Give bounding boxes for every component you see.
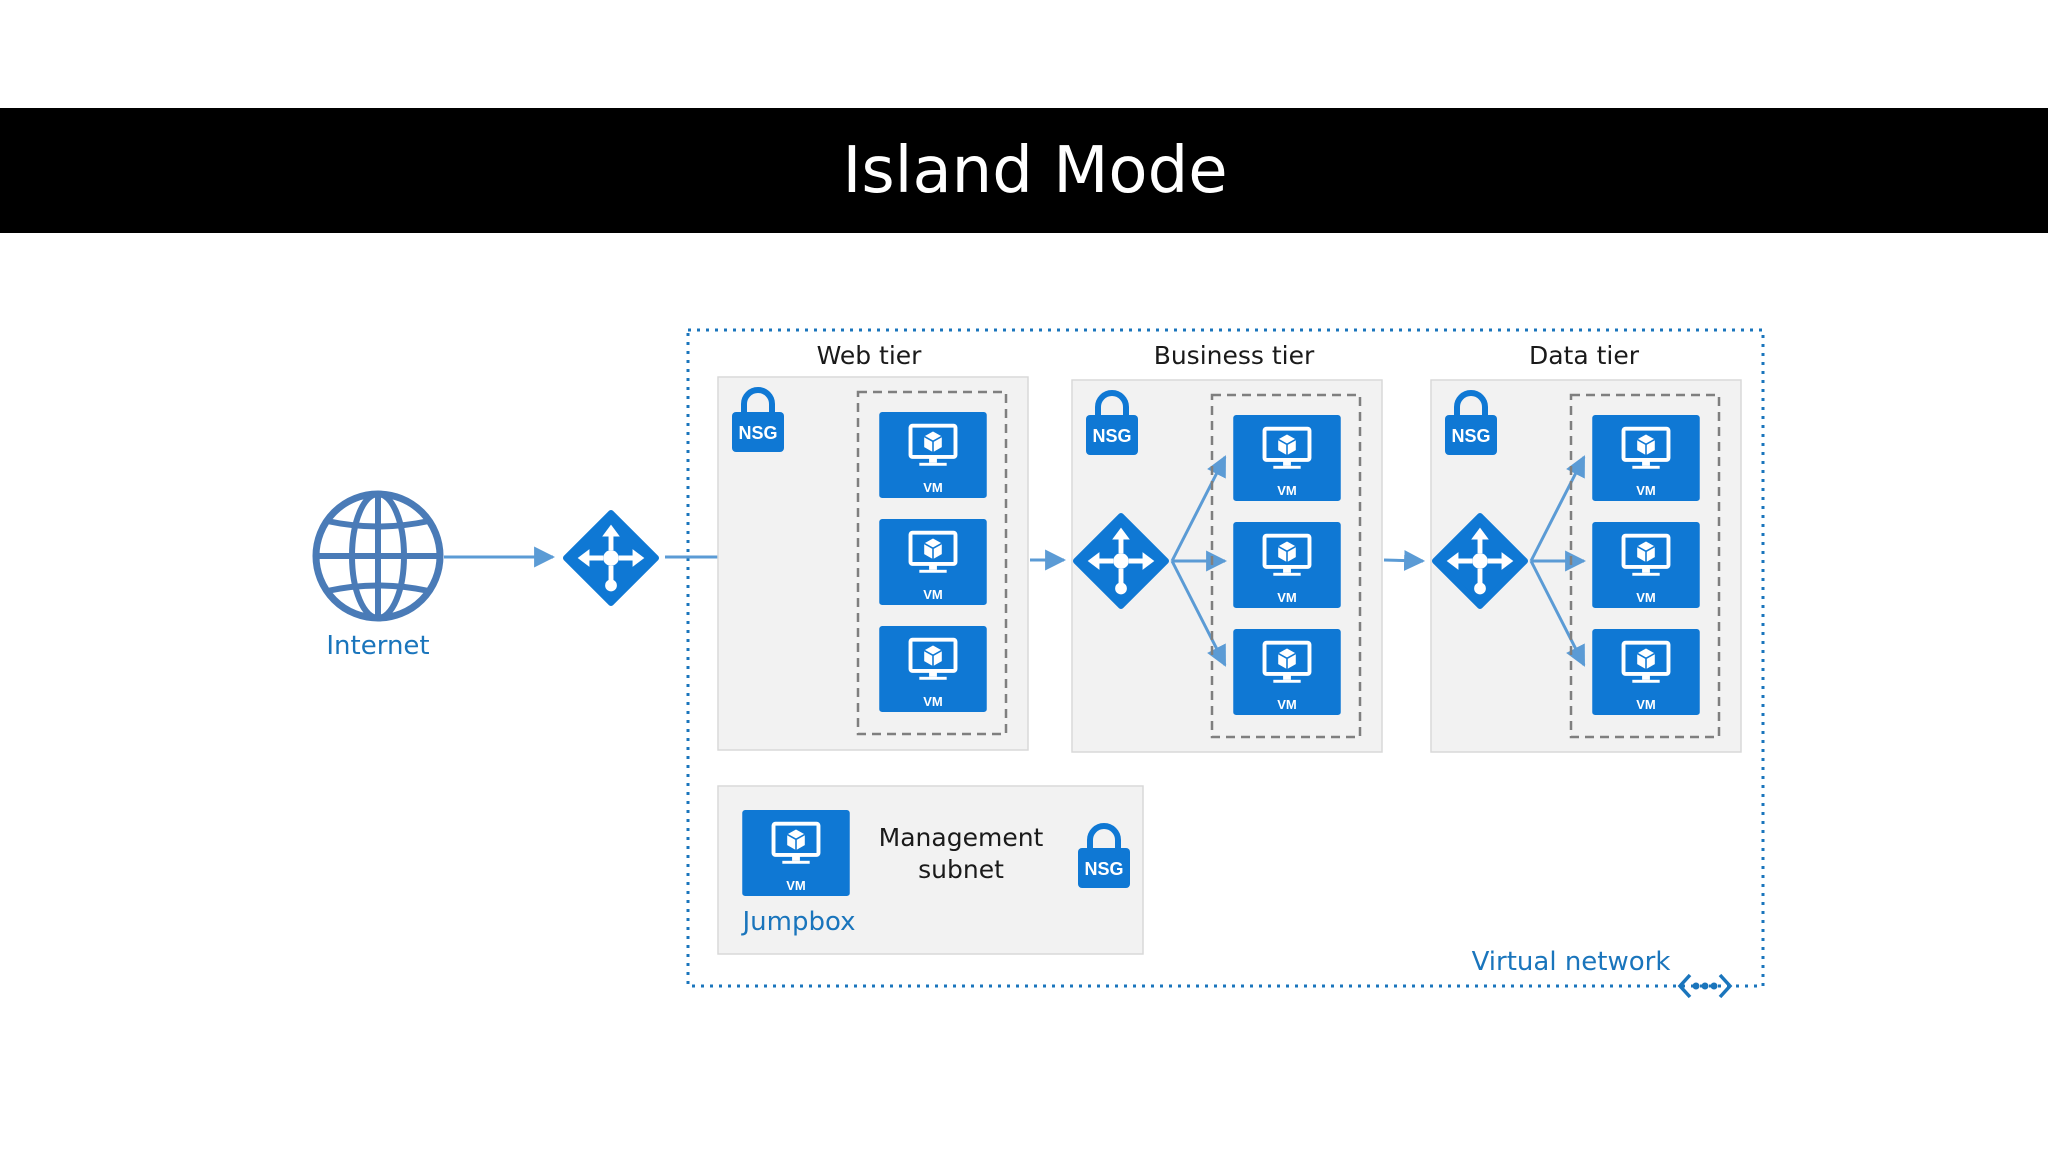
virtual-network-icon — [1677, 973, 1733, 999]
business-availability-set — [1210, 393, 1362, 739]
business-fan-connector-1 — [1170, 455, 1227, 562]
svg-text:VM: VM — [1277, 483, 1297, 498]
management-nsg-icon: NSG — [1078, 826, 1130, 888]
title-bar — [0, 108, 2048, 233]
web-availability-set — [856, 390, 1008, 736]
jumpbox-vm: VM — [741, 810, 851, 896]
data-tier-label: Data tier — [1529, 341, 1640, 370]
svg-text:NSG: NSG — [1451, 426, 1490, 446]
svg-text:VM: VM — [1636, 483, 1656, 498]
svg-text:VM: VM — [786, 878, 806, 893]
svg-text:VM: VM — [923, 480, 943, 495]
data-vm-3: VM — [1591, 629, 1701, 715]
svg-text:NSG: NSG — [1084, 859, 1123, 879]
data-availability-set — [1569, 393, 1721, 739]
business-tier-label: Business tier — [1154, 341, 1315, 370]
web-vm-2: VM — [878, 519, 988, 605]
svg-text:VM: VM — [923, 694, 943, 709]
svg-text:VM: VM — [1636, 590, 1656, 605]
data-tier-subnet: Data tier NSG VM VM VM — [1430, 341, 1742, 753]
virtual-network-label: Virtual network — [1472, 947, 1671, 977]
data-vm-1: VM — [1591, 415, 1701, 501]
management-subnet: VM Jumpbox Management subnet NSG — [717, 785, 1144, 955]
web-tier-nsg-icon: NSG — [732, 390, 784, 452]
business-fan-connector-3 — [1170, 560, 1227, 667]
svg-text:NSG: NSG — [738, 423, 777, 443]
data-fan-connector-1 — [1529, 455, 1586, 562]
web-tier-label: Web tier — [817, 341, 923, 370]
svg-text:NSG: NSG — [1092, 426, 1131, 446]
business-tier-subnet: Business tier NSG VM VM VM — [1071, 341, 1383, 753]
svg-text:VM: VM — [1277, 697, 1297, 712]
data-tier-nsg-icon: NSG — [1445, 393, 1497, 455]
svg-text:VM: VM — [1277, 590, 1297, 605]
web-vm-3: VM — [878, 626, 988, 712]
web-tier-subnet: Web tier NSG VM VM VM — [717, 341, 1029, 751]
virtual-network-boundary — [686, 328, 1765, 988]
jumpbox-label: Jumpbox — [741, 907, 856, 937]
data-fan-connector-3 — [1529, 560, 1586, 667]
front-load-balancer-icon — [566, 513, 656, 603]
web-vm-1: VM — [878, 412, 988, 498]
svg-text:VM: VM — [923, 587, 943, 602]
management-label-line2: subnet — [918, 855, 1004, 884]
business-tier-nsg-icon: NSG — [1086, 393, 1138, 455]
business-vm-1: VM — [1232, 415, 1342, 501]
business-to-data-connector — [1383, 550, 1426, 572]
slide-title: Island Mode — [842, 134, 1227, 208]
business-vm-2: VM — [1232, 522, 1342, 608]
management-label-line1: Management — [879, 823, 1044, 852]
business-vm-3: VM — [1232, 629, 1342, 715]
globe-icon — [312, 490, 444, 622]
data-vm-2: VM — [1591, 522, 1701, 608]
internet-label: Internet — [326, 631, 429, 661]
svg-text:VM: VM — [1636, 697, 1656, 712]
